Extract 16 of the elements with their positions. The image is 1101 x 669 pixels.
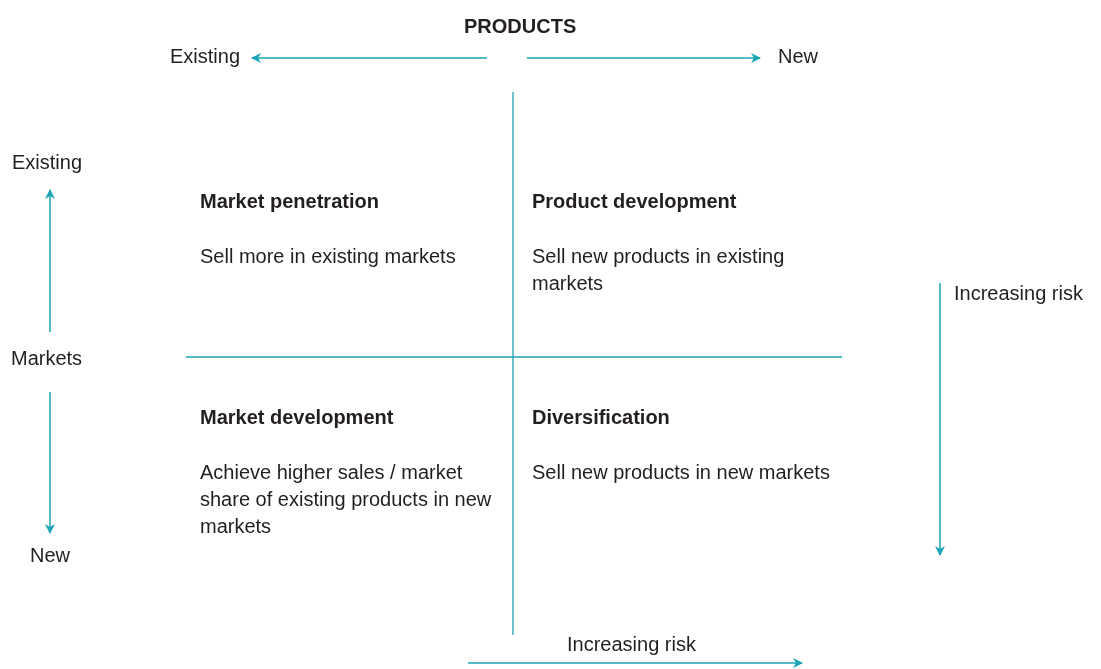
quadrant-description: Sell new products in existing markets xyxy=(532,244,786,296)
quadrant-description: Achieve higher sales / market share of existing products in new markets xyxy=(200,460,493,539)
axis-label: Existing xyxy=(12,150,83,174)
quadrant-description: Sell more in existing markets xyxy=(200,244,457,269)
quadrant-heading: Product development xyxy=(532,189,737,213)
quadrant-heading: Diversification xyxy=(532,405,670,429)
axis-label: New xyxy=(778,44,818,68)
risk-label: Increasing risk xyxy=(954,281,1083,305)
quadrant-heading: Market penetration xyxy=(200,189,379,213)
axis-label: Existing xyxy=(170,44,241,68)
risk-label: Increasing risk xyxy=(567,632,696,656)
axis-label: New xyxy=(30,543,70,567)
quadrant-heading: Market development xyxy=(200,405,394,429)
quadrant-description: Sell new products in new markets xyxy=(532,460,831,485)
axis-title: Markets xyxy=(11,346,83,370)
axis-title: PRODUCTS xyxy=(464,14,577,38)
